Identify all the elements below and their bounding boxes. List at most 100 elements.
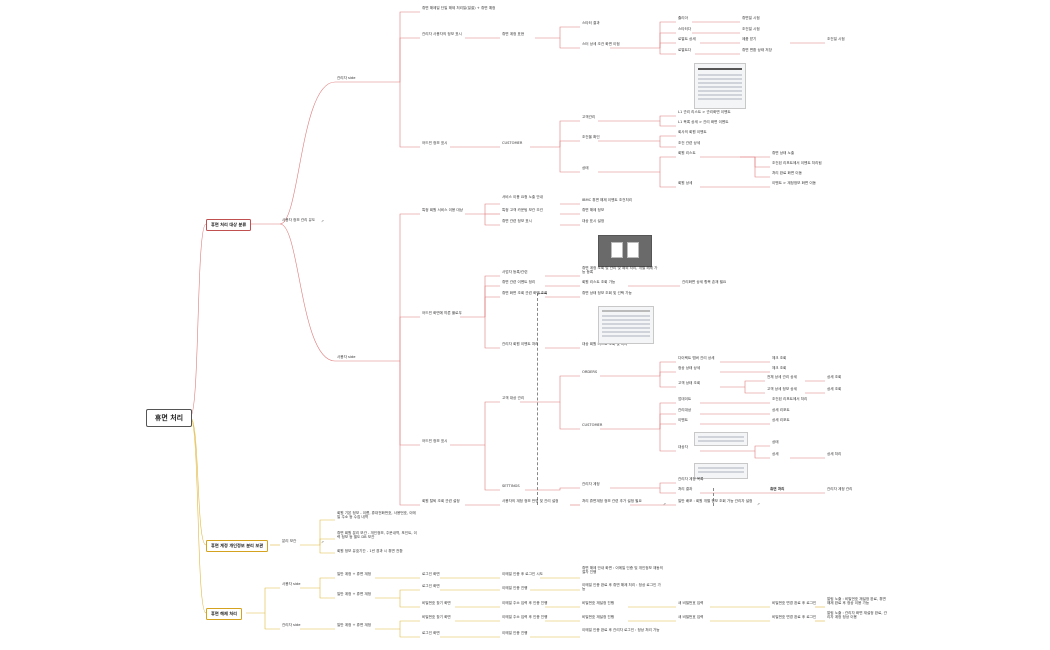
node[interactable]: 일반 계정 + 휴면 계정	[337, 572, 372, 576]
node[interactable]: 새 비밀번호 입력	[678, 601, 704, 605]
node[interactable]: 이메일 주소 입력 후 인증 진행	[502, 615, 548, 619]
node[interactable]: 회원 탈퇴 조회 관련 설정	[422, 499, 460, 503]
node[interactable]: 관리자 회원 이벤트 처리	[502, 342, 539, 346]
node[interactable]: 상세	[772, 452, 779, 456]
node[interactable]: 상세 리포트	[772, 408, 790, 412]
link-icon[interactable]: ⇗	[757, 502, 761, 506]
node[interactable]: 사용자의 계정 정보 반영 및 관리 설정	[502, 499, 559, 503]
node[interactable]: 관리자 계정	[582, 482, 600, 486]
node[interactable]: 조건일 시점	[742, 27, 760, 31]
node[interactable]: 휴면 회원 분리 보관 - 개인정보, 주문내역, 포인트, 이력 정보 등 별…	[337, 531, 417, 540]
node[interactable]: 이메일 인증 진행	[502, 586, 528, 590]
node[interactable]: 조건된 리포트에서 처리	[772, 397, 808, 401]
node[interactable]: 고객관리	[582, 115, 596, 119]
node[interactable]: 사업자 등록/관련	[502, 270, 528, 274]
node[interactable]: 관리자 사용자의 정보 표시	[422, 32, 462, 36]
node[interactable]: 상태	[582, 166, 589, 170]
node[interactable]: 처리 완료 화면 이동	[772, 171, 802, 175]
node[interactable]: L1 관리 리스트 > 관리화면 이벤트	[678, 110, 731, 114]
node[interactable]: 어드민 화면에 따른 플로우	[422, 311, 462, 315]
screen-thumbnail-icon[interactable]	[598, 235, 652, 267]
node[interactable]: 처리 결과	[678, 487, 693, 491]
node[interactable]: 비밀번호 재설정 진행	[582, 601, 615, 605]
node-admin-side[interactable]: 관리자 side	[337, 76, 356, 80]
node[interactable]: 휴면 처리	[770, 487, 785, 491]
node[interactable]: 휴면일 시점	[742, 16, 760, 20]
node[interactable]: 휴면 관련 정보 표시	[502, 219, 532, 223]
node[interactable]: 휴면 해제 정보	[582, 208, 605, 212]
node[interactable]: 휴면 계정 조회 및 관리 및 예외 처리, 개별 해제 가능 등록	[582, 266, 658, 275]
screen-thumbnail-icon[interactable]	[694, 432, 748, 446]
node[interactable]: 전체 상세 관리 상세	[767, 375, 797, 379]
node[interactable]: 비밀번호 변경 완료 후 로그인	[772, 615, 817, 619]
node[interactable]: 회사의 회원 이벤트	[678, 130, 707, 134]
screen-thumbnail-icon[interactable]	[598, 306, 654, 344]
node[interactable]: 고객 상태 조회	[678, 381, 701, 385]
node[interactable]: 회원 상세	[678, 181, 693, 185]
node[interactable]: 관리대상	[678, 408, 692, 412]
link-icon[interactable]: ⇗	[321, 540, 325, 544]
node[interactable]: L1 목록 상세 > 관리 화면 이벤트	[678, 120, 729, 124]
node[interactable]: 일반 배포 : 회원 개별 정보 조회 가능 관리자 설정	[678, 499, 753, 503]
node[interactable]: CUSTOMER	[502, 141, 523, 145]
node[interactable]: 상세 처리	[827, 452, 842, 456]
node[interactable]: 사용자 side	[282, 582, 301, 586]
node[interactable]: 휴면 상태 노출	[772, 151, 795, 155]
node[interactable]: 로그인 화면	[422, 572, 440, 576]
node[interactable]: 휴면 상태 정보 조회 및 선택 가능	[582, 291, 632, 295]
node-user-side[interactable]: 사용자 side	[337, 355, 356, 359]
node[interactable]: 로열트 상세	[678, 37, 696, 41]
node[interactable]: 이메일 인증 진행	[502, 631, 528, 635]
node[interactable]: 회원 정보 유효기간 - 1년 경과 시 휴면 전환	[337, 549, 403, 553]
node[interactable]: 회원 리스트	[678, 151, 696, 155]
node[interactable]: 대상 표시 설정	[582, 219, 605, 223]
node[interactable]: 로열트다	[678, 48, 692, 52]
node[interactable]: 관리자 계정 관리	[827, 487, 853, 491]
node[interactable]: 어드민 정보 표시	[422, 141, 448, 145]
node[interactable]: 서비스 이용 요청 노출 안내	[502, 195, 543, 199]
node[interactable]: IBMC 휴면 해제 이벤트 조건처리	[582, 198, 633, 202]
node[interactable]: 조건일 시점	[827, 37, 845, 41]
link-icon[interactable]: ⇗	[663, 502, 667, 506]
node[interactable]: 비밀번호 변경 완료 후 로그인	[772, 601, 817, 605]
node[interactable]: 관리자 계정 목록	[678, 477, 704, 481]
node[interactable]: 일반 계정 + 휴면 계정	[337, 623, 372, 627]
node[interactable]: 이벤트 > 계정정보 화면 이동	[772, 181, 816, 185]
node[interactable]: 로그인 화면	[422, 631, 440, 635]
node[interactable]: 휴면 계정 표현	[502, 32, 525, 36]
node[interactable]: 상태	[772, 440, 779, 444]
node[interactable]: 이벤트	[678, 418, 688, 422]
node[interactable]: 비밀번호 찾기 화면	[422, 601, 451, 605]
node[interactable]: CUSTOMER	[582, 423, 603, 427]
node[interactable]: 회원 기본 정보 - 이름, 휴대전화번호, 사용번호, 이메일 주소 등 수집…	[337, 511, 416, 520]
node[interactable]: 처리 휴면계정 정보 관련 추가 설정 필요	[582, 499, 642, 503]
node[interactable]: 상세 조회	[827, 375, 842, 379]
node[interactable]: 조건 관련 상세	[678, 141, 701, 145]
node[interactable]: 알림 노출 : 관리자 화면 재설정 완료, 관리자 계정 정상 이용	[827, 611, 887, 620]
node[interactable]: 줄리아	[678, 16, 688, 20]
node[interactable]: 로그인 화면	[422, 584, 440, 588]
node[interactable]: 조건을 확인	[582, 135, 600, 139]
node[interactable]: 휴면 변환 상태 저장	[742, 48, 772, 52]
node[interactable]: 특정 회원 서비스 이용 대상	[422, 208, 463, 212]
node[interactable]: 이메일 인증 완료 후 관리자 로그인 : 정상 처리 가능	[582, 628, 660, 632]
node[interactable]: 특정 고객 카운팅 보관 조건	[502, 208, 543, 212]
screen-thumbnail-icon[interactable]	[694, 463, 748, 479]
node[interactable]: 상세 리포트	[772, 418, 790, 422]
node[interactable]: 일반 계정 + 휴면 계정	[337, 592, 372, 596]
node[interactable]: 비밀번호 재설정 진행	[582, 615, 615, 619]
node[interactable]: 어드민 정보 표시	[422, 439, 448, 443]
node[interactable]: 대상 회원 리스트 조회 및 처리	[582, 342, 628, 346]
node[interactable]: 고객 대상 관리	[502, 396, 525, 400]
screen-thumbnail-icon[interactable]	[694, 63, 746, 109]
link-icon[interactable]: ⇗	[321, 219, 325, 223]
node[interactable]: 스타터다	[678, 27, 692, 31]
node[interactable]: 다이렉트 멤버 관리 상세	[678, 356, 715, 360]
node[interactable]: 휴면 해제 안내 화면 : 이메일 인증 및 개인정보 재동의 절차 진행	[582, 566, 663, 575]
root-topic[interactable]: 휴면 처리	[146, 409, 192, 427]
node[interactable]: 관리화면 상세 항목 존재 필요	[682, 280, 727, 284]
node[interactable]: ORDERS	[582, 370, 598, 374]
node[interactable]: 정상 상태 상세	[678, 366, 701, 370]
node[interactable]: 이메일 인증 완료 후 휴면 해제 처리 : 정상 로그인 가능	[582, 583, 661, 592]
node[interactable]: 조건된 리포트에서 이벤트 처리됨	[772, 161, 822, 165]
